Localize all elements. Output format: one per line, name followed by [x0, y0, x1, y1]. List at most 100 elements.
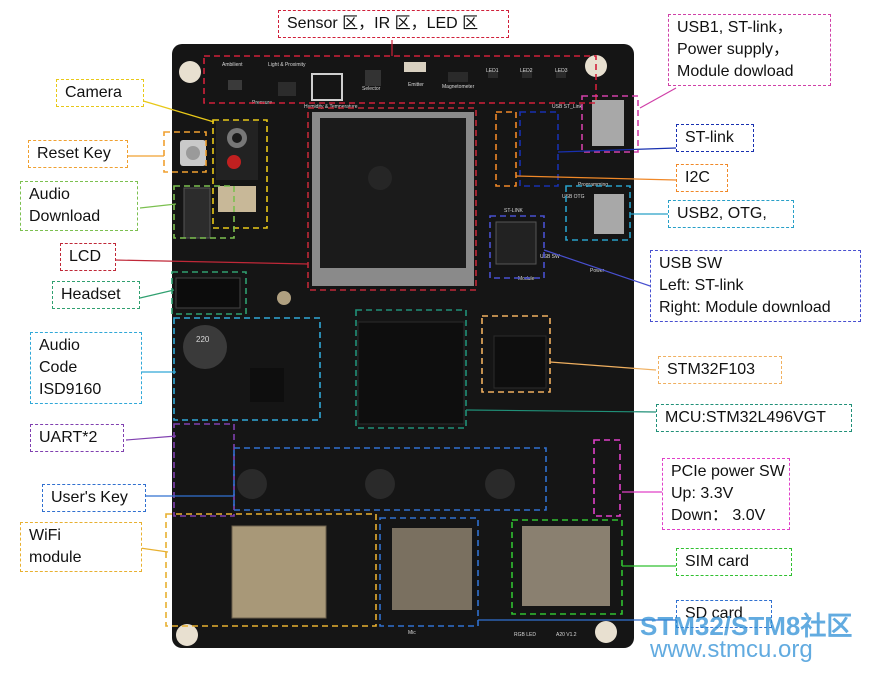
audio-download-region: [173, 185, 235, 239]
lcd-screen: [320, 118, 466, 268]
camera-connector: [218, 186, 256, 212]
usb1-region: [581, 95, 639, 153]
label-line: Audio: [29, 186, 70, 203]
silk-magnetometer: Magnetometer: [442, 84, 475, 90]
label-camera: Camera: [56, 79, 144, 107]
silk-usb-otg: USB OTG: [562, 194, 585, 200]
mount-hole: [176, 624, 198, 646]
label-stm32f103: STM32F103: [658, 356, 782, 384]
sim-card-slot: [522, 526, 610, 606]
capacitor: [183, 325, 227, 369]
stm32f103-chip: [493, 335, 547, 389]
headset-region: [171, 271, 247, 315]
label-line: USB2, OTG,: [677, 205, 767, 222]
st-link-region: [519, 111, 559, 187]
label-mcu: MCU:STM32L496VGT: [656, 404, 852, 432]
label-line: Headset: [61, 286, 121, 303]
silk-programming: Programming: [578, 182, 608, 188]
usb-sw-region: [489, 215, 545, 279]
silk-led2: LED2: [520, 68, 533, 74]
label-usb2: USB2, OTG,: [668, 200, 794, 228]
label-line: Power supply，: [677, 41, 790, 58]
silk-version: A20 V1.2: [556, 632, 577, 638]
silk-mic: Mic: [408, 630, 416, 636]
isd9160-chip: [250, 368, 284, 402]
silk-rgb-led: RGB LED: [514, 632, 536, 638]
label-line: Reset Key: [37, 145, 111, 162]
mount-hole: [595, 621, 617, 643]
label-sensor-zone: Sensor 区，IR 区，LED 区: [278, 10, 509, 38]
label-line: Code: [39, 359, 78, 376]
usb2-region: [565, 185, 631, 241]
headset-jack: [175, 277, 241, 309]
label-line: Up: 3.3V: [671, 485, 734, 502]
silk-module: Module: [518, 276, 535, 282]
mcu-region: [355, 309, 467, 429]
leader-arrows: [113, 40, 677, 621]
label-line: Left: ST-link: [659, 277, 744, 294]
audio-download-header: [183, 187, 211, 239]
label-uart: UART*2: [30, 424, 124, 452]
camera-region: [212, 119, 268, 229]
silk-light-proximity: Light & Proximity: [268, 62, 306, 68]
label-line: Down： 3.0V: [671, 507, 766, 524]
sd-card-region: [379, 517, 479, 627]
label-sd-card: SD card: [676, 600, 772, 628]
usb-switch: [495, 221, 537, 265]
wifi-region: [165, 513, 377, 627]
lcd-region: [307, 107, 477, 291]
silk-emitter: Emitter: [408, 82, 424, 88]
silk-power: Power: [590, 268, 605, 274]
label-line: WiFi: [29, 527, 61, 544]
label-lcd: LCD: [60, 243, 116, 271]
label-line: MCU:STM32L496VGT: [665, 409, 826, 426]
label-i2c: I2C: [676, 164, 728, 192]
label-line: STM32F103: [667, 361, 756, 378]
label-line: UART*2: [39, 429, 98, 446]
label-line: User's Key: [51, 489, 128, 506]
label-line: Module dowload: [677, 63, 794, 80]
label-line: USB SW: [659, 255, 723, 272]
sensor-strip: [228, 62, 566, 101]
sd-card-slot: [392, 528, 472, 610]
watermark-title: STM32/STM8社区: [640, 611, 853, 641]
sim-card-region: [511, 519, 623, 615]
reset-region: [163, 131, 207, 173]
label-sim-card: SIM card: [676, 548, 792, 576]
label-line: Right: Module download: [659, 299, 831, 316]
watermark-url: www.stmcu.org: [650, 636, 813, 663]
silk-usb-sw: USB SW: [540, 254, 560, 260]
label-line: SIM card: [685, 553, 750, 570]
label-line: ISD9160: [39, 381, 102, 398]
label-usb1: USB1, ST-link， Power supply， Module dowloa…: [668, 14, 831, 86]
label-line: ST-link: [685, 129, 734, 146]
silk-led3: LED3: [555, 68, 568, 74]
label-line: Download: [29, 208, 101, 225]
label-headset: Headset: [52, 281, 140, 309]
silk-humidity: Humidity & Temperature: [304, 104, 358, 110]
usb1-port: [592, 100, 624, 146]
label-line: SD card: [685, 605, 743, 622]
label-line: I2C: [685, 169, 710, 186]
label-line: USB1, ST-link，: [677, 19, 793, 36]
user-keys-region: [233, 447, 547, 511]
label-line: Sensor 区，IR 区，LED 区: [287, 15, 479, 32]
label-reset-key: Reset Key: [28, 140, 128, 168]
label-users-key: User's Key: [42, 484, 146, 512]
audio-code-region: [173, 317, 321, 421]
silk-usb-st-link: USB ST_Link: [552, 104, 583, 110]
sensor-region: [203, 55, 597, 104]
user-keys: [237, 469, 515, 499]
silk-ambient: Ambilient: [222, 62, 243, 68]
mount-hole: [179, 61, 201, 83]
pcie-power-region: [593, 439, 621, 517]
usb2-port: [594, 194, 624, 234]
i2c-region: [495, 111, 517, 187]
mcu-chip: [357, 321, 465, 425]
